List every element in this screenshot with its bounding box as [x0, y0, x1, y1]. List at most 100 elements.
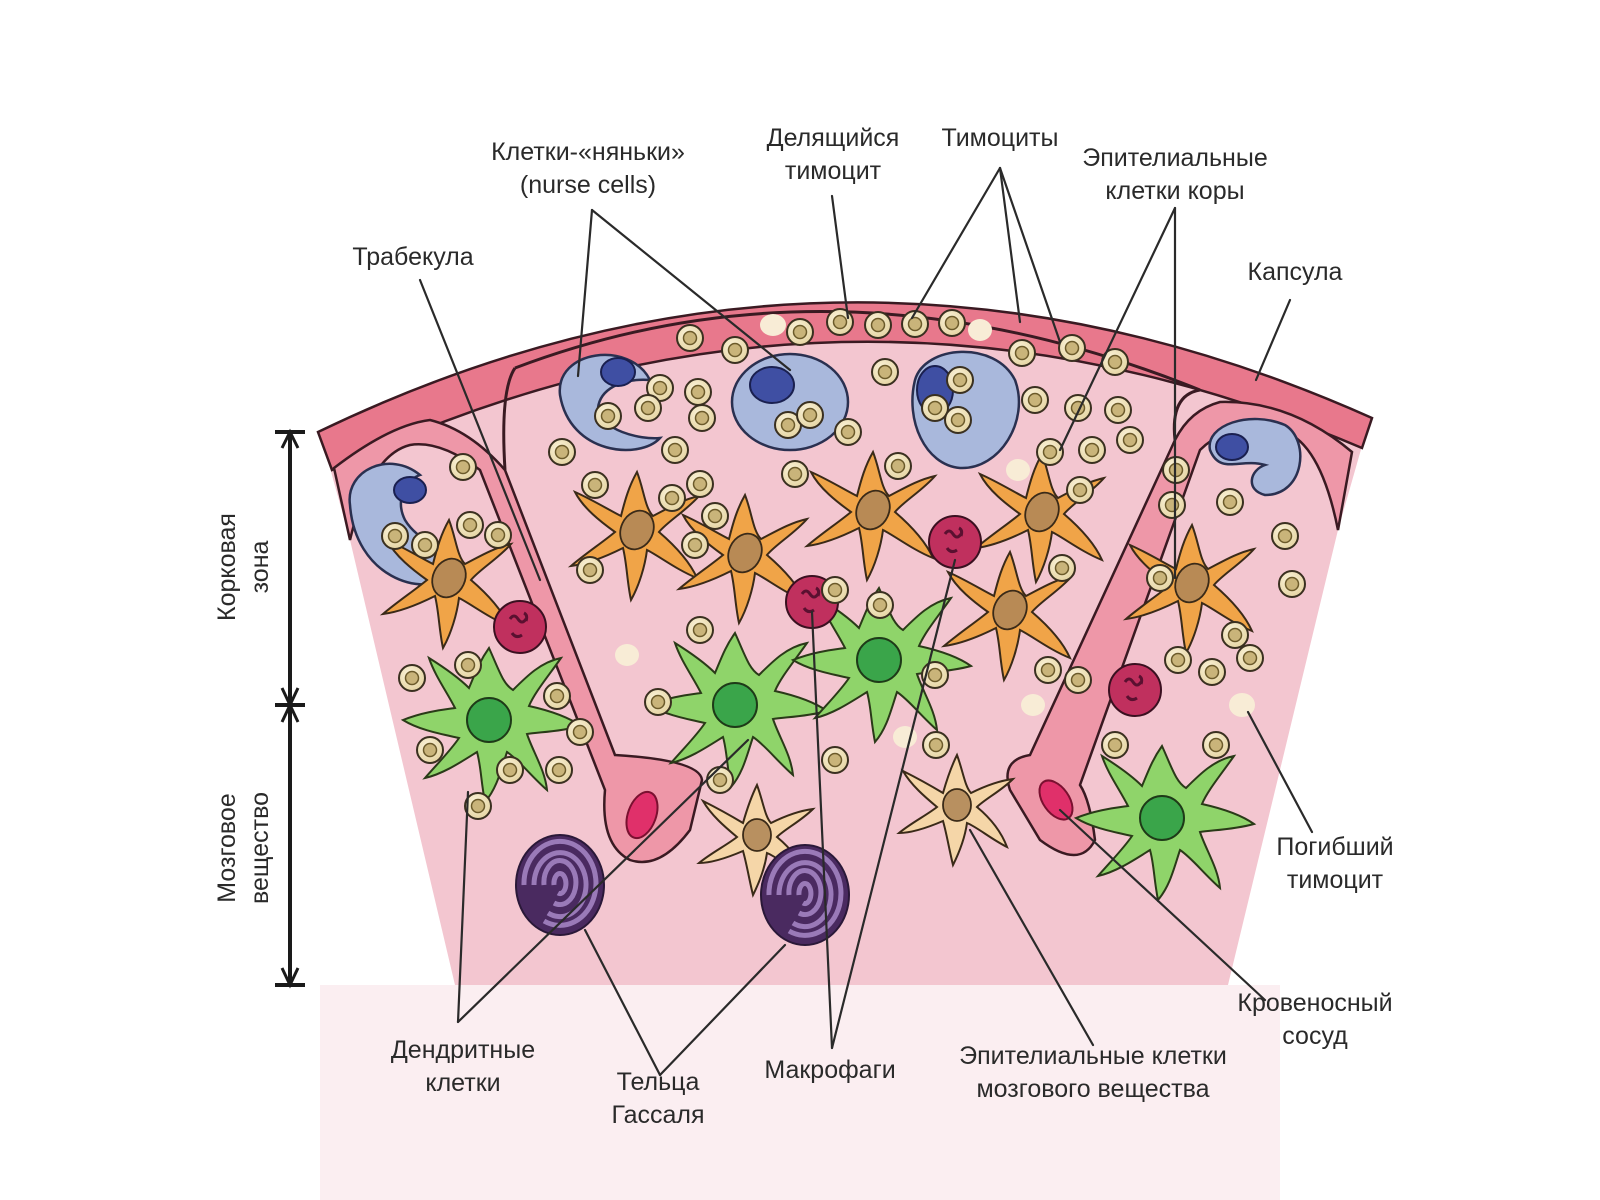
thymocyte [416, 736, 444, 764]
hassall-body [516, 835, 604, 935]
thymocyte [1021, 386, 1049, 414]
label-dividing-thymocyte-2: тимоцит [785, 157, 882, 185]
thymocyte [1064, 666, 1092, 694]
label-medullary-epithelial-2: мозгового вещества [976, 1075, 1209, 1103]
thymocyte [1036, 438, 1064, 466]
thymocyte [456, 511, 484, 539]
thymocyte [1278, 570, 1306, 598]
label-thymocytes: Тимоциты [942, 124, 1059, 152]
labels: Клетки-«няньки» (nurse cells) Делящийся … [213, 124, 1394, 1129]
thymocyte [1271, 522, 1299, 550]
thymocyte [721, 336, 749, 364]
label-capsule: Капсула [1248, 258, 1343, 286]
thymocyte [1064, 394, 1092, 422]
thymocyte [921, 394, 949, 422]
thymocyte [706, 766, 734, 794]
label-medulla-2: вещество [246, 792, 274, 904]
label-dead-thymocyte-1: Погибший [1276, 833, 1393, 861]
thymocyte [1236, 644, 1264, 672]
label-cortical-epithelial-2: клетки коры [1105, 177, 1244, 205]
thymocyte [1116, 426, 1144, 454]
thymocyte [701, 502, 729, 530]
thymocyte [1078, 436, 1106, 464]
nurse-cell [558, 353, 664, 452]
thymocyte [464, 792, 492, 820]
label-nurse-cells-2: (nurse cells) [520, 171, 656, 199]
thymocyte [864, 311, 892, 339]
dead-thymocyte [760, 314, 786, 336]
thymocyte [1048, 554, 1076, 582]
label-medullary-epithelial-1: Эпителиальные клетки [959, 1042, 1227, 1070]
thymocyte [781, 460, 809, 488]
label-cortex-zone-1: Корковая [213, 513, 241, 621]
thymocyte [454, 651, 482, 679]
thymocyte [866, 591, 894, 619]
thymocyte [548, 438, 576, 466]
thymocyte [411, 531, 439, 559]
zone-scale [275, 428, 305, 989]
thymocyte [644, 688, 672, 716]
label-trabecula: Трабекула [352, 243, 473, 271]
thymocyte [821, 576, 849, 604]
thymocyte [1104, 396, 1132, 424]
macrophage [492, 599, 548, 655]
thymocyte [398, 664, 426, 692]
thymocyte [884, 452, 912, 480]
trabecula-left [332, 418, 704, 864]
label-dendritic-cells-1: Дендритные [391, 1036, 535, 1064]
thymocyte [1158, 491, 1186, 519]
thymocyte [821, 746, 849, 774]
thymocyte [826, 308, 854, 336]
dead-thymocyte [615, 644, 639, 666]
leader-lines [418, 166, 1314, 1077]
thymocyte [1216, 488, 1244, 516]
thymocyte [1146, 564, 1174, 592]
thymocyte [566, 718, 594, 746]
thymocyte [1198, 658, 1226, 686]
hassall-body [761, 845, 849, 945]
label-hassall-bodies-2: Гассаля [611, 1101, 704, 1129]
thymocyte [1058, 334, 1086, 362]
thymocyte [1034, 656, 1062, 684]
thymocyte [1164, 646, 1192, 674]
label-blood-vessel-1: Кровеносный [1237, 989, 1392, 1017]
thymocyte [946, 366, 974, 394]
label-hassall-bodies-1: Тельца [617, 1068, 700, 1096]
thymocyte [944, 406, 972, 434]
thymocyte [681, 531, 709, 559]
thymocyte [1066, 476, 1094, 504]
thymocyte [796, 401, 824, 429]
dead-thymocytes [615, 314, 1255, 748]
thymocyte [634, 394, 662, 422]
macrophage [1107, 662, 1163, 718]
dead-thymocyte [1229, 693, 1255, 717]
nurse-cell [1208, 417, 1302, 497]
thymocyte [686, 470, 714, 498]
thymocyte [1008, 339, 1036, 367]
label-macrophages: Макрофаги [764, 1056, 895, 1084]
thymocyte [676, 324, 704, 352]
nurse-cells [348, 350, 1302, 586]
label-cortical-epithelial-1: Эпителиальные [1082, 144, 1267, 172]
thymocyte [576, 556, 604, 584]
dead-thymocyte [1006, 459, 1030, 481]
thymocyte [543, 682, 571, 710]
thymocyte [786, 318, 814, 346]
thymocyte [594, 402, 622, 430]
thymocyte [381, 522, 409, 550]
dead-thymocyte [968, 319, 992, 341]
label-dead-thymocyte-2: тимоцит [1287, 866, 1384, 894]
blood-vessel [625, 790, 659, 840]
thymocyte [658, 484, 686, 512]
label-blood-vessel-2: сосуд [1282, 1022, 1348, 1050]
thymocyte [1221, 621, 1249, 649]
dead-thymocyte [1021, 694, 1045, 716]
thymocyte [922, 731, 950, 759]
thymocyte [871, 358, 899, 386]
thymocyte [1202, 731, 1230, 759]
thymocyte [834, 418, 862, 446]
label-cortex-zone-2: зона [246, 541, 274, 594]
label-dividing-thymocyte-1: Делящийся [767, 124, 900, 152]
label-nurse-cells-1: Клетки-«няньки» [491, 138, 685, 166]
